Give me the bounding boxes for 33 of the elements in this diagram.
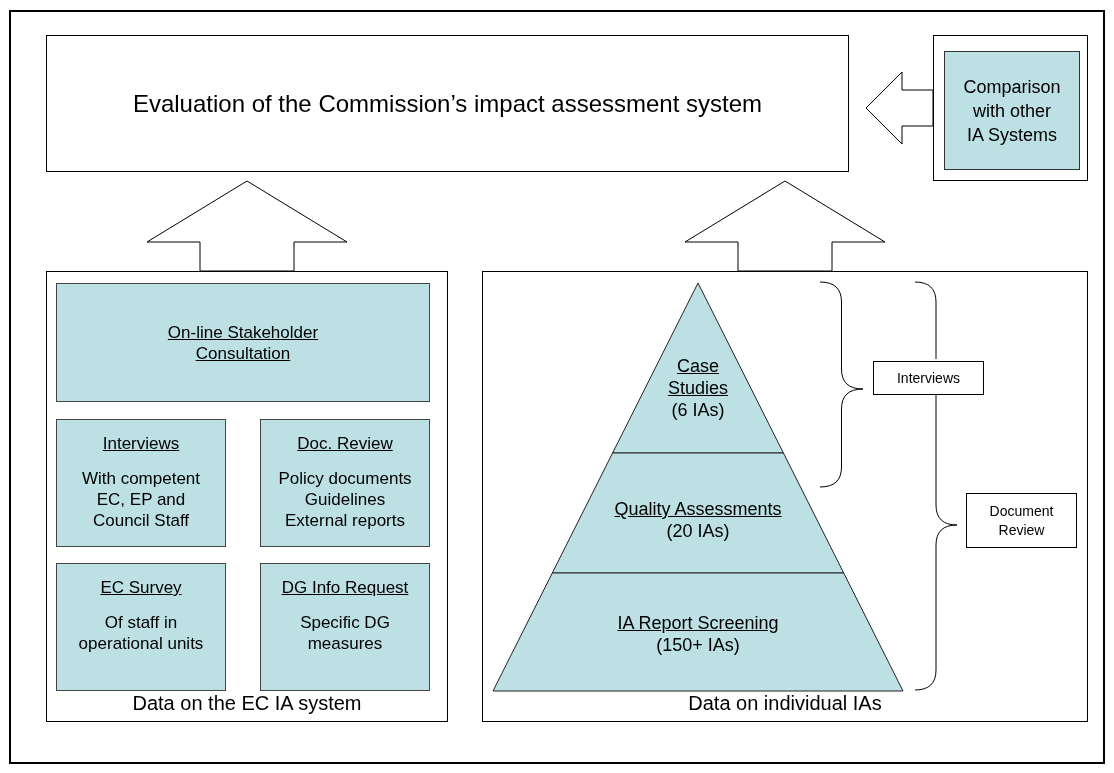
tier-heading: Case Studies (666, 355, 729, 399)
block-arrow (146, 180, 348, 272)
method-heading: Interviews (102, 433, 180, 454)
title-text: Evaluation of the Commission’s impact assessment system (132, 88, 763, 119)
block-arrow (865, 71, 934, 145)
method-description: Specific DG measures (299, 612, 391, 654)
method-box (56, 563, 226, 691)
tier-heading: Quality Assessments (614, 498, 782, 520)
title-box (46, 35, 849, 172)
method-box (56, 419, 226, 547)
method-heading: On-line Stakeholder Consultation (166, 321, 320, 364)
bracket-label: Document Review (966, 493, 1077, 548)
panel-caption: Data on individual IAs (687, 691, 883, 715)
method-description: Of staff in operational units (77, 612, 205, 654)
tier-count: (6 IAs) (671, 399, 725, 421)
tier-heading: IA Report Screening (617, 612, 779, 634)
group-panel (482, 271, 1088, 722)
method-description: With competent EC, EP and Council Staff (80, 468, 202, 531)
method-box (56, 283, 430, 402)
method-heading: Doc. Review (297, 433, 393, 454)
tier-count: (20 IAs) (666, 520, 730, 542)
process-box: Comparison with other IA Systems (944, 51, 1080, 170)
group-panel (46, 271, 448, 722)
method-heading: DG Info Request (281, 577, 409, 598)
bracket-label: Interviews (873, 361, 984, 395)
tier-count: (150+ IAs) (656, 634, 740, 656)
panel-caption: Data on the EC IA system (131, 691, 363, 715)
method-box (260, 563, 430, 691)
method-heading: EC Survey (100, 577, 182, 598)
block-arrow (684, 180, 886, 272)
method-description: Policy documents Guidelines External reports (277, 468, 413, 531)
outer-box (933, 35, 1088, 181)
method-box (260, 419, 430, 547)
